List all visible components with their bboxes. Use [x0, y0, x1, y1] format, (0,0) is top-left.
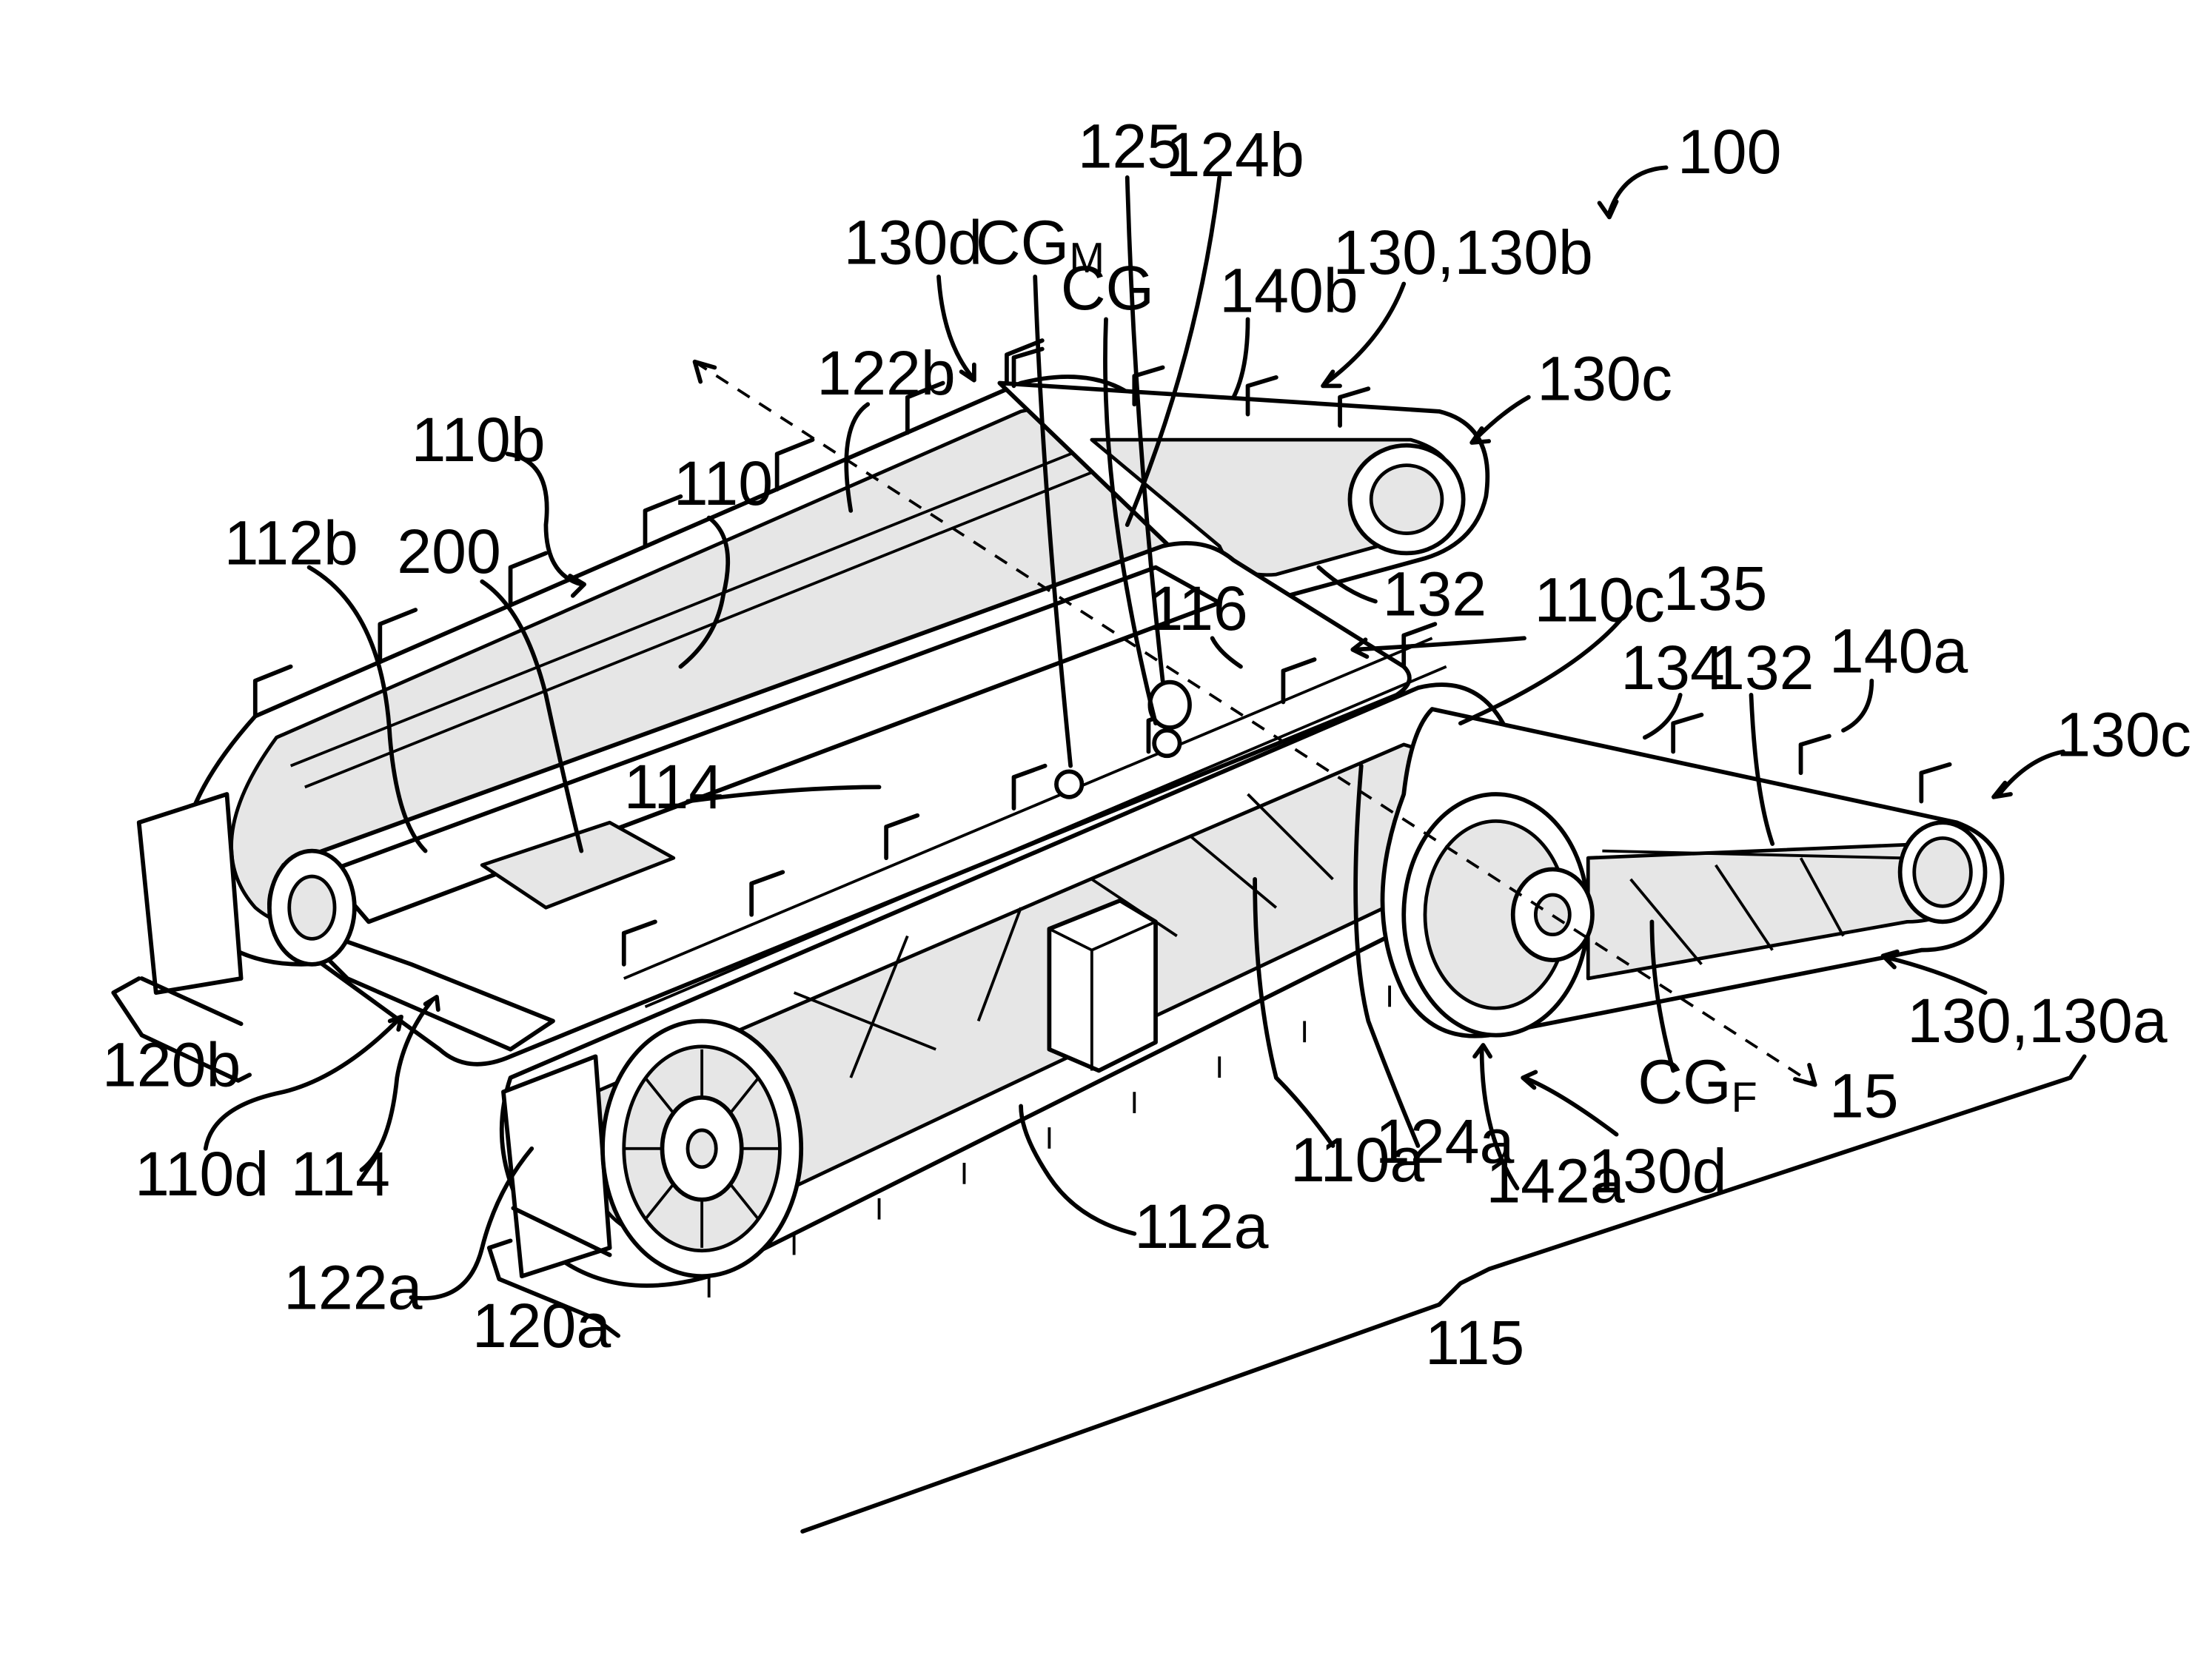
- label-120b: 120b: [102, 1030, 241, 1100]
- label-130-130b: 130,130b: [1333, 218, 1592, 287]
- label-135: 135: [1663, 554, 1768, 623]
- label-cgf: CGF: [1638, 1047, 1757, 1121]
- label-130c-top: 130c: [1537, 344, 1672, 414]
- label-115: 115: [1425, 1308, 1524, 1377]
- label-140a: 140a: [1829, 616, 1968, 685]
- wheel-122a: [603, 1021, 801, 1276]
- label-132-top: 132: [1383, 560, 1487, 629]
- label-100: 100: [1678, 117, 1782, 187]
- label-116: 116: [1148, 574, 1247, 643]
- label-122a: 122a: [284, 1252, 423, 1322]
- label-132-right: 132: [1710, 633, 1814, 702]
- label-200: 200: [397, 517, 501, 586]
- label-112a: 112a: [1134, 1192, 1268, 1261]
- label-114-mid: 114: [624, 752, 723, 822]
- label-112b: 112b: [224, 508, 358, 578]
- label-130c-right: 130c: [2056, 699, 2191, 769]
- label-cg: CG: [1061, 253, 1154, 323]
- label-110d: 110d: [135, 1139, 269, 1209]
- label-110: 110: [674, 449, 773, 518]
- label-110c: 110c: [1534, 565, 1664, 634]
- label-130-130a: 130,130a: [1907, 986, 2168, 1055]
- label-130d-top: 130d: [844, 208, 982, 278]
- label-114-low: 114: [291, 1139, 390, 1209]
- label-122b: 122b: [817, 338, 955, 408]
- label-134: 134: [1621, 633, 1725, 702]
- label-15: 15: [1829, 1061, 1899, 1131]
- label-120a: 120a: [472, 1291, 611, 1360]
- label-110b: 110b: [411, 405, 545, 474]
- label-124b: 124b: [1165, 120, 1304, 189]
- label-130d-low: 130d: [1588, 1136, 1726, 1206]
